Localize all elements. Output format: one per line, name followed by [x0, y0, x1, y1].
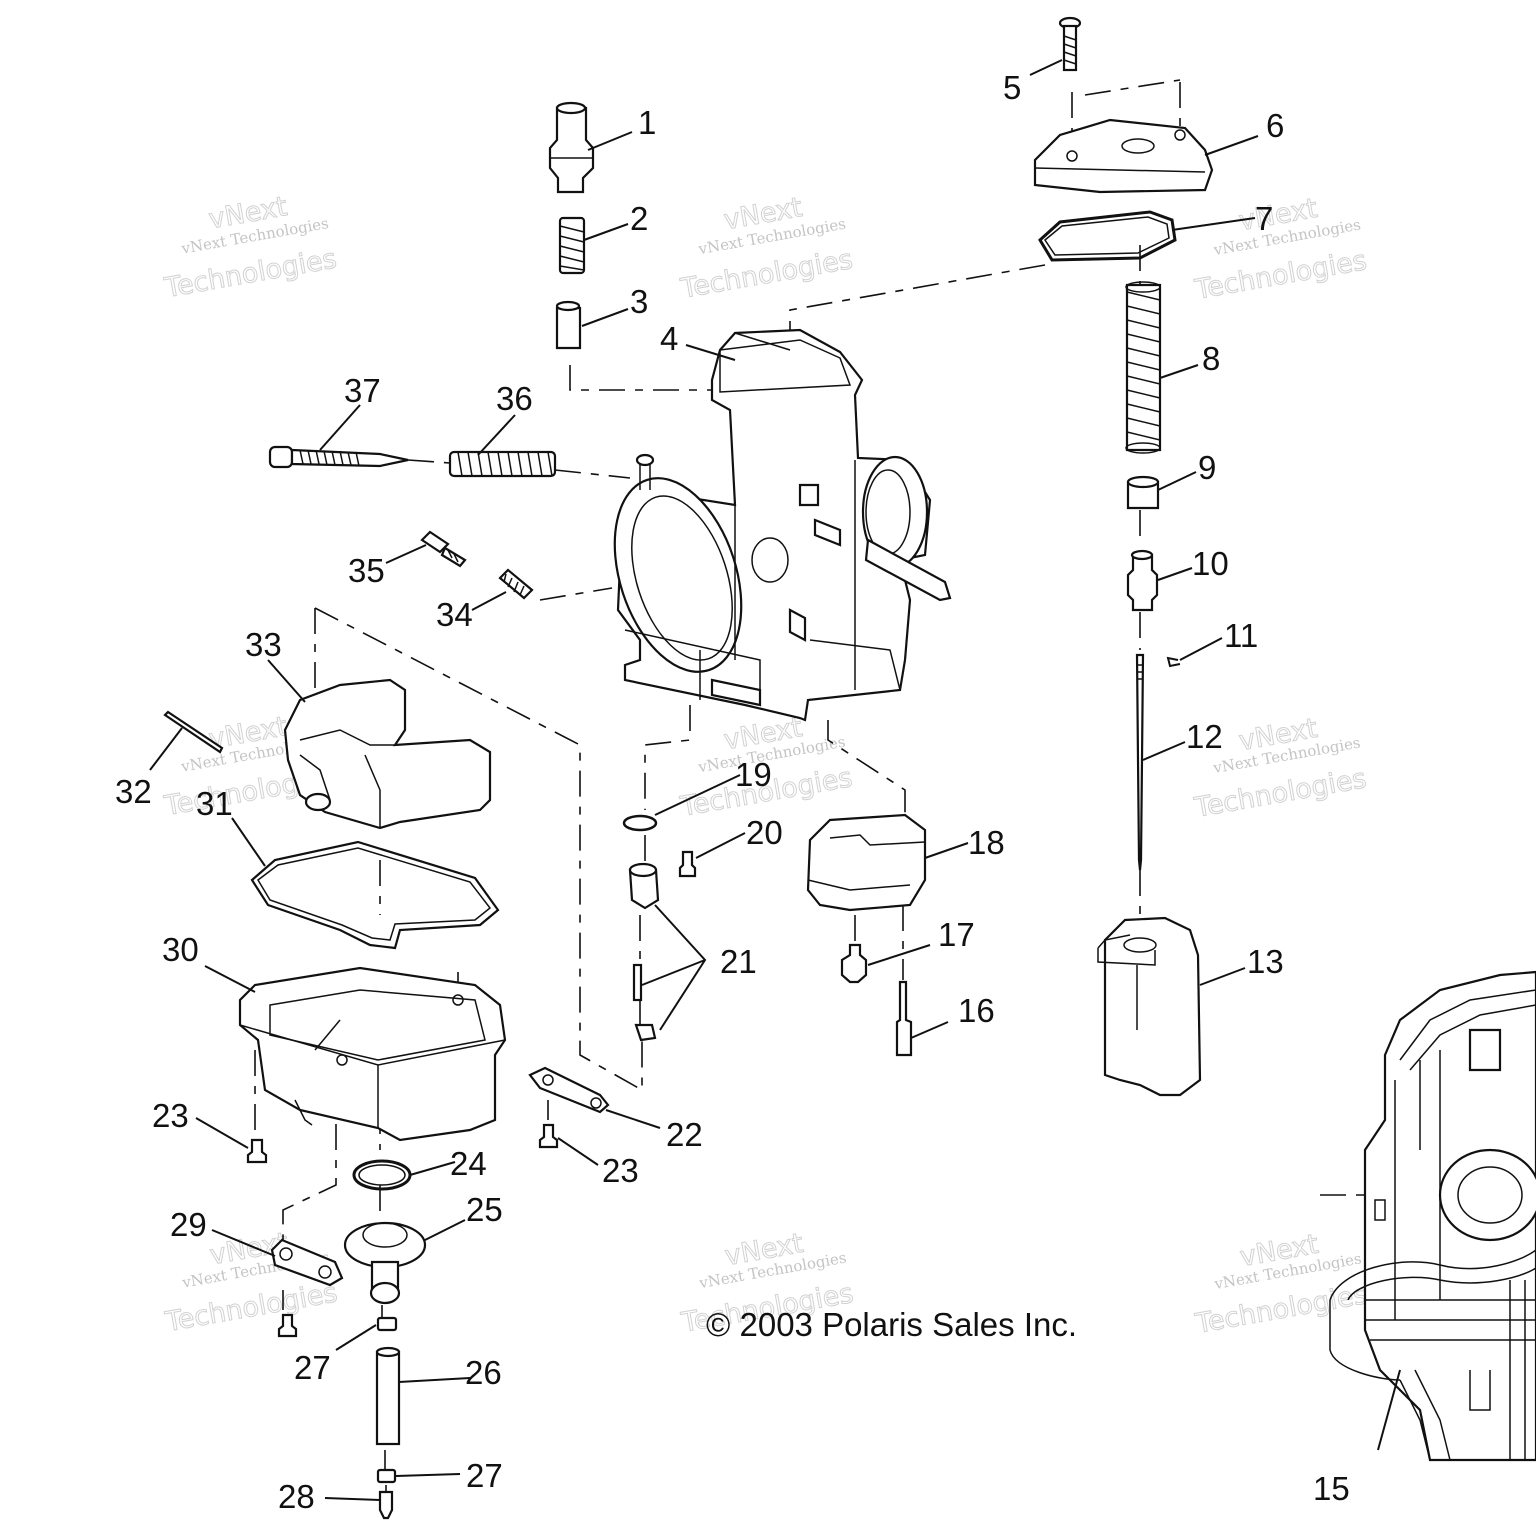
- part-30-float-bowl: [238, 966, 507, 1142]
- label-15: 15: [1313, 1470, 1350, 1507]
- part-4-carburetor-body: [613, 328, 952, 722]
- label-7: 7: [1255, 200, 1273, 237]
- label-19: 19: [735, 756, 772, 793]
- label-27a: 27: [294, 1349, 331, 1386]
- label-29: 29: [170, 1206, 207, 1243]
- label-6: 6: [1266, 107, 1284, 144]
- label-31: 31: [196, 785, 233, 822]
- part-15-carburetor-assembly: [1329, 970, 1536, 1462]
- label-18: 18: [968, 824, 1005, 861]
- part-13-throttle-slide: [1097, 916, 1202, 1097]
- label-4: 4: [660, 320, 678, 357]
- label-5: 5: [1003, 69, 1021, 106]
- part-31-bowl-gasket: [250, 840, 500, 950]
- label-30: 30: [162, 931, 199, 968]
- part-12-jet-needle: [1135, 653, 1145, 871]
- label-34: 34: [436, 596, 473, 633]
- part-37-idle-screw: [268, 445, 409, 469]
- label-3: 3: [630, 283, 648, 320]
- part-11-clip: [1166, 656, 1181, 668]
- label-26: 26: [465, 1354, 502, 1391]
- part-27-nuts: [376, 1316, 398, 1484]
- part-5-screw: [1058, 16, 1082, 72]
- label-27b: 27: [466, 1457, 503, 1494]
- part-28-plug: [378, 1490, 394, 1520]
- label-12: 12: [1186, 718, 1223, 755]
- part-26-tube: [375, 1346, 401, 1446]
- label-23a: 23: [152, 1097, 189, 1134]
- label-24: 24: [450, 1145, 487, 1182]
- part-9-retainer: [1126, 475, 1160, 510]
- label-36: 36: [496, 380, 533, 417]
- part-20-screw: [678, 850, 697, 878]
- part-32-pin: [163, 710, 224, 754]
- part-number-labels: 1 2 3 4 5 6 7 8 9 10 11 12 13 15 16 17 1…: [115, 69, 1350, 1515]
- part-22-plate: [528, 1066, 610, 1114]
- part-24-o-ring: [352, 1159, 412, 1191]
- leader-lines: [149, 59, 1401, 1501]
- label-23b: 23: [602, 1152, 639, 1189]
- part-25-drain: [343, 1221, 427, 1305]
- part-2-spring: [558, 216, 586, 275]
- label-20: 20: [746, 814, 783, 851]
- part-33-float: [283, 678, 492, 830]
- part-19-o-ring: [622, 814, 658, 832]
- part-1-fitting: [548, 101, 595, 194]
- label-35: 35: [348, 552, 385, 589]
- label-17: 17: [938, 916, 975, 953]
- label-10: 10: [1192, 545, 1229, 582]
- part-6-cap: [1033, 118, 1214, 194]
- label-16: 16: [958, 992, 995, 1029]
- label-37: 37: [344, 372, 381, 409]
- part-16-pilot-jet: [895, 980, 913, 1057]
- part-3-plunger: [555, 300, 582, 350]
- copyright-notice: © 2003 Polaris Sales Inc.: [706, 1306, 1077, 1343]
- part-23-screws: [246, 1123, 559, 1164]
- part-10-needle-holder: [1126, 549, 1159, 612]
- label-32: 32: [115, 773, 152, 810]
- label-22: 22: [666, 1116, 703, 1153]
- part-29-bracket: [270, 1238, 344, 1338]
- label-21: 21: [720, 943, 757, 980]
- label-33: 33: [245, 626, 282, 663]
- part-21-jet-set: [628, 862, 660, 1042]
- label-25: 25: [466, 1191, 503, 1228]
- part-34-spring: [498, 568, 534, 600]
- part-7-gasket: [1038, 210, 1177, 262]
- label-11: 11: [1224, 617, 1258, 654]
- label-2: 2: [630, 200, 648, 237]
- part-18-jet-block: [806, 813, 927, 912]
- label-8: 8: [1202, 340, 1220, 377]
- label-28: 28: [278, 1478, 315, 1515]
- part-17-main-jet: [840, 943, 868, 984]
- label-13: 13: [1247, 943, 1284, 980]
- label-9: 9: [1198, 449, 1216, 486]
- part-36-spring: [448, 450, 557, 478]
- part-8-spring: [1125, 281, 1162, 454]
- part-35-air-screw: [420, 530, 467, 568]
- label-1: 1: [638, 104, 656, 141]
